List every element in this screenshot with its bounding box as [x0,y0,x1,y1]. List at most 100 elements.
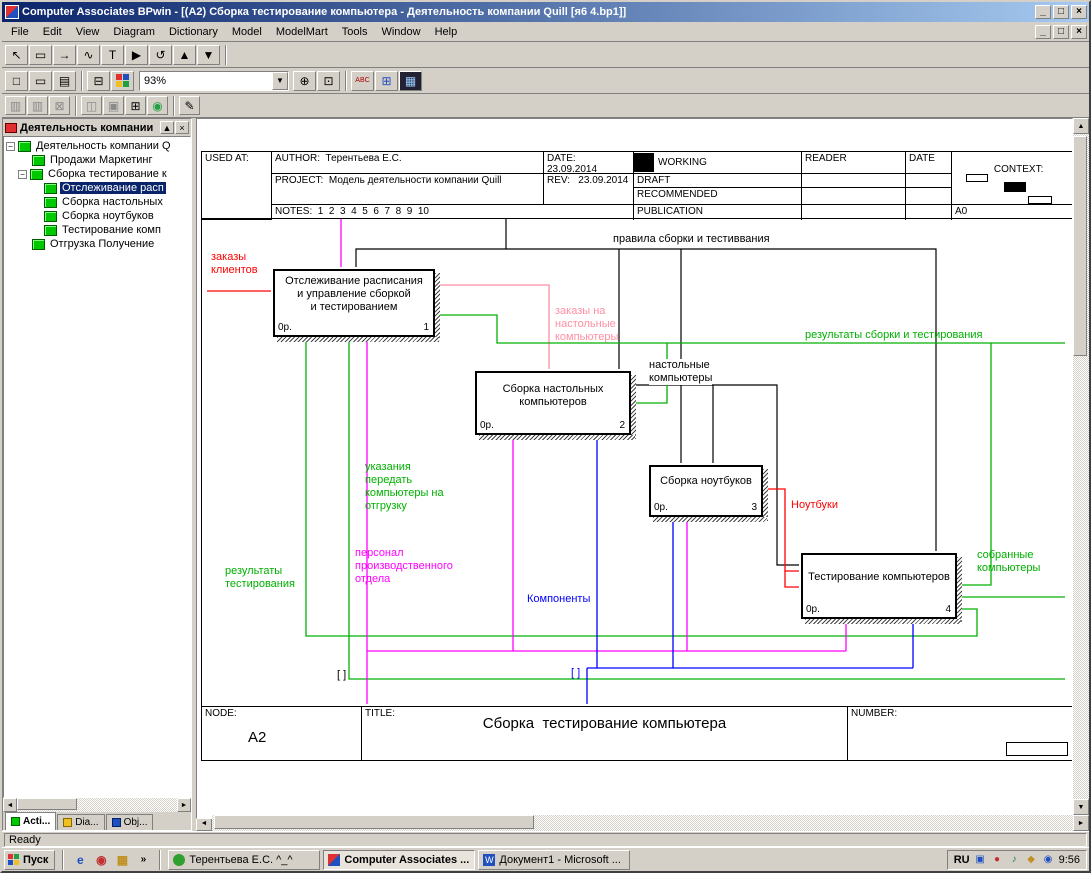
arrow-label-client-orders[interactable]: заказы клиентов [211,251,258,277]
quicklaunch-desktop-icon[interactable]: ▦ [113,851,131,869]
arrow-tool-button[interactable]: → [53,45,76,65]
update-tray-icon[interactable]: ◆ [1025,853,1038,866]
menu-file[interactable]: File [4,24,36,40]
tab-diagrams[interactable]: Dia... [57,814,104,830]
activity-box-schedule-tracking[interactable]: Отслеживание расписания и управление сбо… [273,269,435,337]
scrollbar-thumb[interactable] [1073,136,1087,356]
menu-view[interactable]: View [69,24,107,40]
language-indicator[interactable]: RU [954,854,970,866]
arrow-desktop-orders[interactable] [435,285,549,369]
tree-expander-icon[interactable]: − [18,170,27,179]
chevron-down-icon[interactable]: ▼ [272,72,288,90]
menu-window[interactable]: Window [374,24,427,40]
clock[interactable]: 9:56 [1059,854,1080,866]
menu-help[interactable]: Help [428,24,465,40]
data-usage-button[interactable]: ▥ [27,96,48,115]
tunnel-marker[interactable]: [ ] [571,667,580,680]
scroll-down-icon[interactable]: ▼ [1073,799,1089,815]
print-button[interactable]: ⊟ [87,71,110,91]
taskbar-task-word[interactable]: W Документ1 - Microsoft ... [478,850,630,870]
tree-item-sales[interactable]: Продажи Маркетинг [4,153,190,167]
model-explorer-tree-button[interactable]: ⊞ [375,71,398,91]
tree-item-notebook-assembly[interactable]: Сборка ноутбуков [4,209,190,223]
taskbar-task-icq[interactable]: Терентьева Е.С. ^_^ [168,850,320,870]
mdi-close-button[interactable]: × [1071,25,1087,39]
activity-cost-button[interactable]: ▥ [5,96,26,115]
quicklaunch-app-icon[interactable]: ◉ [92,851,110,869]
arrow-rules-control[interactable] [356,219,506,267]
mdi-restore-button[interactable]: □ [1053,25,1069,39]
tree-item-schedule-tracking[interactable]: Отслеживание расп [4,181,190,195]
go-to-parent-diagram-button[interactable]: ▲ [173,45,196,65]
arrow-label-desktop-computers[interactable]: настольные компьютеры [649,359,712,385]
rotate-view-button[interactable]: ↺ [149,45,172,65]
tree-item-assembly-testing[interactable]: − Сборка тестирование к [4,167,190,181]
network-tray-icon[interactable]: ▣ [974,853,987,866]
menu-modelmart[interactable]: ModelMart [269,24,335,40]
messenger-tray-icon[interactable]: ◉ [1042,853,1055,866]
tab-objects[interactable]: Obj... [106,814,154,830]
menu-diagram[interactable]: Diagram [106,24,162,40]
activity-box-tool-button[interactable]: ▭ [29,45,52,65]
tunnel-marker[interactable]: [ ] [337,669,346,682]
tree-horizontal-scrollbar[interactable]: ◄ ► [3,798,191,812]
quicklaunch-more-icon[interactable]: » [134,851,152,869]
start-button[interactable]: Пуск [4,850,55,870]
mdi-minimize-button[interactable]: _ [1035,25,1051,39]
arrow-label-desktop-orders[interactable]: заказы на настольные компьютеры [555,305,618,344]
tab-activities[interactable]: Acti... [5,812,56,830]
arrow-notebooks[interactable] [785,571,799,587]
go-to-child-diagram-button[interactable]: ▼ [197,45,220,65]
arrow-label-shipping-instructions[interactable]: указания передать компьютеры на отгрузку [365,461,444,513]
model-explorer-button[interactable]: ▦ [399,71,422,91]
arrow-label-results[interactable]: результаты сборки и тестирования [805,329,982,342]
maximize-button[interactable]: □ [1053,5,1069,19]
activity-box-computer-testing[interactable]: Тестирование компьютеров 0р. 4 [801,553,957,619]
title-bar[interactable]: Computer Associates BPwin - [(А2) Сборка… [2,2,1089,22]
horizontal-scrollbar[interactable]: ◄ ► [196,815,1089,831]
new-model-button[interactable]: □ [5,71,28,91]
app-icon[interactable] [5,5,19,19]
arrow-desktop-computers[interactable] [631,385,713,463]
close-button[interactable]: × [1071,5,1087,19]
grid-button[interactable]: ⊞ [125,96,146,115]
scrollbar-thumb[interactable] [17,798,77,810]
report-button[interactable]: ▣ [103,96,124,115]
volume-tray-icon[interactable]: ♪ [1008,853,1021,866]
scroll-right-icon[interactable]: ► [177,798,191,812]
zoom-area-button[interactable]: ⊡ [317,71,340,91]
arrow-label-assembled-computers[interactable]: собранные компьютеры [977,549,1040,575]
quicklaunch-browser-icon[interactable]: e [71,851,89,869]
diagram-canvas[interactable]: USED AT: AUTHOR: Терентьева Е.С. DATE: 2… [196,118,1073,819]
menu-dictionary[interactable]: Dictionary [162,24,225,40]
minimize-button[interactable]: _ [1035,5,1051,19]
scroll-right-icon[interactable]: ► [1073,815,1089,831]
text-tool-button[interactable]: T [101,45,124,65]
spell-check-button[interactable]: ABC [351,71,374,91]
go-to-child-button[interactable]: ▶ [125,45,148,65]
tree-item-model-root[interactable]: − Деятельность компании Q [4,139,190,153]
select-tool-button[interactable]: ↖ [5,45,28,65]
menu-model[interactable]: Model [225,24,269,40]
menu-tools[interactable]: Tools [335,24,375,40]
scrollbar-thumb[interactable] [214,815,534,829]
udp-button[interactable]: ◫ [81,96,102,115]
antivirus-tray-icon[interactable]: ● [991,853,1004,866]
taskbar-task-bpwin[interactable]: Computer Associates ... [323,850,475,870]
squiggle-tool-button[interactable]: ∿ [77,45,100,65]
menu-edit[interactable]: Edit [36,24,69,40]
arrow-label-notebooks[interactable]: Ноутбуки [791,499,838,512]
activity-box-desktop-assembly[interactable]: Сборка настольных компьютеров 0р. 2 [475,371,631,435]
org-chart-button[interactable]: ◉ [147,96,168,115]
scroll-up-icon[interactable]: ▲ [1073,118,1089,134]
panel-collapse-button[interactable]: ▲ [160,121,174,134]
lock-button[interactable]: ⊠ [49,96,70,115]
panel-close-button[interactable]: × [175,121,189,134]
activity-box-notebook-assembly[interactable]: Сборка ноутбуков 0р. 3 [649,465,763,517]
tree-item-desktop-assembly[interactable]: Сборка настольных [4,195,190,209]
vertical-scrollbar[interactable]: ▲ ▼ [1073,118,1089,815]
tree-expander-icon[interactable]: − [6,142,15,151]
colors-button[interactable] [111,71,134,91]
arrow-label-staff[interactable]: персонал производственного отдела [355,547,453,586]
zoom-combobox[interactable]: 93% ▼ [139,71,289,91]
